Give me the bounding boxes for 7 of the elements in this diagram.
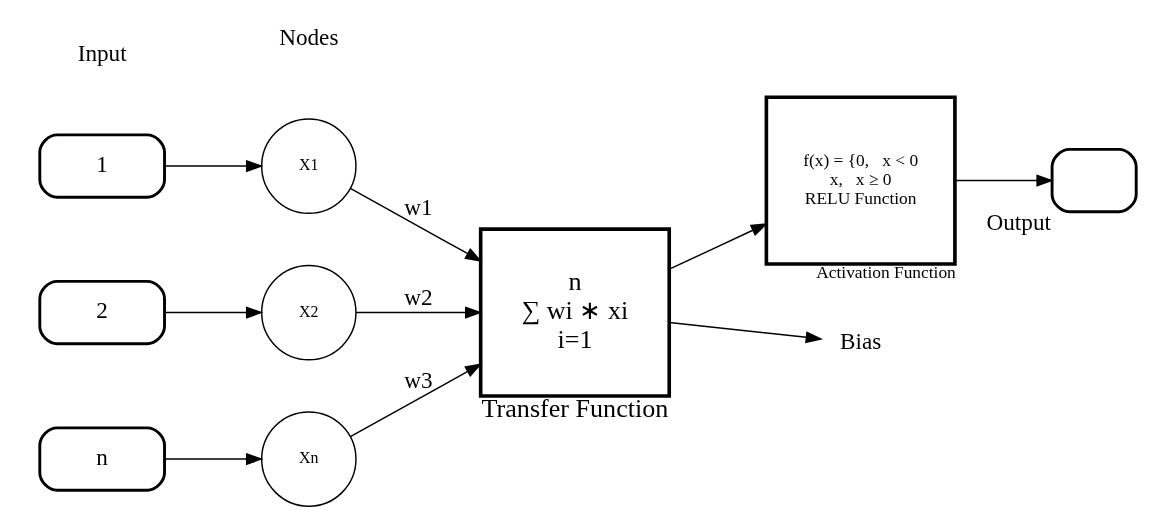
label: Input — [77, 40, 127, 67]
edge-label: w1 — [403, 194, 432, 221]
edge-label: w3 — [403, 366, 432, 393]
node-text: Bias — [839, 327, 881, 354]
edge-label: w2 — [403, 284, 432, 311]
label: Nodes — [278, 24, 338, 51]
node-label: Output — [986, 209, 1051, 236]
